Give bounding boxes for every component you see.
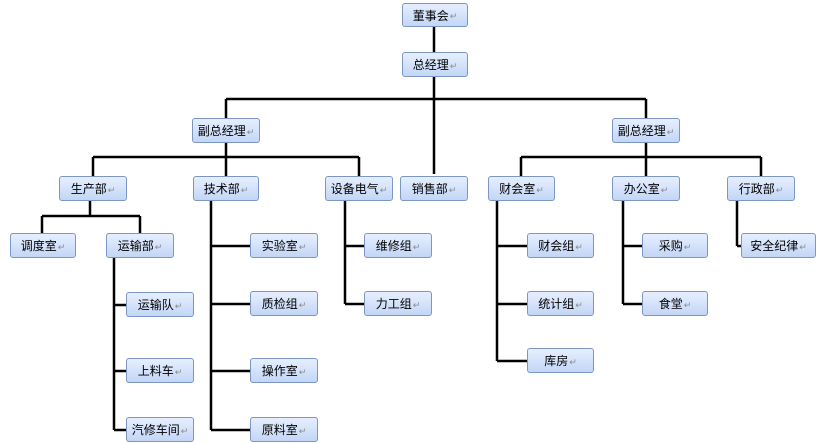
- paragraph-mark-icon: ↵: [660, 185, 669, 196]
- node-vp-left: 副总经理↵: [192, 118, 260, 143]
- paragraph-mark-icon: ↵: [246, 127, 255, 138]
- node-label: 安全纪律: [750, 239, 799, 253]
- node-tech: 技术部↵: [193, 176, 259, 201]
- paragraph-mark-icon: ↵: [298, 426, 307, 437]
- paragraph-mark-icon: ↵: [154, 242, 163, 253]
- node-label: 运输部: [117, 239, 154, 253]
- node-repair: 维修组↵: [364, 233, 432, 258]
- node-label: 原料室: [261, 423, 298, 437]
- paragraph-mark-icon: ↵: [240, 185, 249, 196]
- node-vp-right: 副总经理↵: [612, 118, 680, 143]
- node-warehouse: 库房↵: [527, 348, 594, 373]
- node-transport: 运输部↵: [106, 233, 174, 258]
- paragraph-mark-icon: ↵: [298, 300, 307, 311]
- node-sales: 销售部↵: [400, 176, 468, 201]
- paragraph-mark-icon: ↵: [412, 300, 421, 311]
- node-label: 实验室: [261, 239, 298, 253]
- node-label: 力工组: [375, 297, 412, 311]
- paragraph-mark-icon: ↵: [449, 12, 458, 22]
- paragraph-mark-icon: ↵: [448, 185, 457, 196]
- node-label: 汽修车间: [131, 423, 180, 437]
- node-label: 技术部: [203, 182, 240, 196]
- node-label: 总经理: [412, 58, 449, 72]
- node-purchasing: 采购↵: [642, 233, 708, 258]
- node-statistics: 统计组↵: [527, 291, 594, 316]
- paragraph-mark-icon: ↵: [569, 357, 577, 368]
- paragraph-mark-icon: ↵: [298, 367, 307, 378]
- node-equipment: 设备电气↵: [325, 176, 393, 201]
- node-label: 财会组: [538, 239, 575, 253]
- node-garage: 汽修车间↵: [126, 417, 194, 442]
- node-label: 设备电气: [330, 182, 379, 196]
- node-label: 食堂: [658, 297, 683, 311]
- node-label: 维修组: [375, 239, 412, 253]
- paragraph-mark-icon: ↵: [449, 61, 458, 72]
- node-label: 库房: [544, 354, 569, 368]
- node-label: 副总经理: [197, 124, 246, 138]
- node-loading: 上料车↵: [126, 358, 194, 383]
- paragraph-mark-icon: ↵: [174, 301, 183, 312]
- node-label: 调度室: [20, 239, 57, 253]
- paragraph-mark-icon: ↵: [412, 242, 421, 253]
- node-convoy: 运输队↵: [126, 292, 194, 317]
- node-qc: 质检组↵: [250, 291, 318, 316]
- node-admin: 行政部↵: [727, 176, 795, 201]
- node-dispatch: 调度室↵: [10, 233, 76, 258]
- node-label: 办公室: [623, 182, 660, 196]
- paragraph-mark-icon: ↵: [683, 242, 692, 253]
- node-label: 董事会: [412, 8, 449, 23]
- node-label: 财会室: [499, 182, 536, 196]
- node-gm: 总经理↵: [402, 52, 468, 77]
- node-label: 统计组: [538, 297, 575, 311]
- node-label: 上料车: [137, 364, 174, 378]
- paragraph-mark-icon: ↵: [666, 127, 675, 138]
- node-lab: 实验室↵: [250, 233, 318, 258]
- node-labor: 力工组↵: [364, 291, 432, 316]
- node-office: 办公室↵: [612, 176, 680, 201]
- node-label: 质检组: [261, 297, 298, 311]
- node-label: 采购: [658, 239, 683, 253]
- node-label: 操作室: [261, 364, 298, 378]
- paragraph-mark-icon: ↵: [575, 300, 583, 311]
- paragraph-mark-icon: ↵: [180, 426, 189, 437]
- paragraph-mark-icon: ↵: [379, 185, 388, 196]
- node-production: 生产部↵: [59, 176, 127, 201]
- node-discipline: 安全纪律↵: [741, 233, 816, 258]
- node-raw: 原料室↵: [250, 417, 318, 442]
- paragraph-mark-icon: ↵: [799, 242, 807, 253]
- node-label: 销售部: [411, 182, 448, 196]
- paragraph-mark-icon: ↵: [536, 185, 544, 196]
- node-label: 生产部: [70, 182, 107, 196]
- paragraph-mark-icon: ↵: [174, 367, 183, 378]
- node-label: 运输队: [137, 298, 174, 312]
- node-board: 董事会↵: [402, 3, 468, 27]
- node-label: 行政部: [738, 182, 775, 196]
- node-finance: 财会室↵: [488, 176, 555, 201]
- node-canteen: 食堂↵: [642, 291, 708, 316]
- paragraph-mark-icon: ↵: [298, 242, 307, 253]
- paragraph-mark-icon: ↵: [575, 242, 583, 253]
- node-accounting: 财会组↵: [527, 233, 594, 258]
- paragraph-mark-icon: ↵: [775, 185, 784, 196]
- node-operation: 操作室↵: [250, 358, 318, 383]
- paragraph-mark-icon: ↵: [683, 300, 692, 311]
- paragraph-mark-icon: ↵: [107, 185, 116, 196]
- node-label: 副总经理: [617, 124, 666, 138]
- paragraph-mark-icon: ↵: [57, 242, 66, 253]
